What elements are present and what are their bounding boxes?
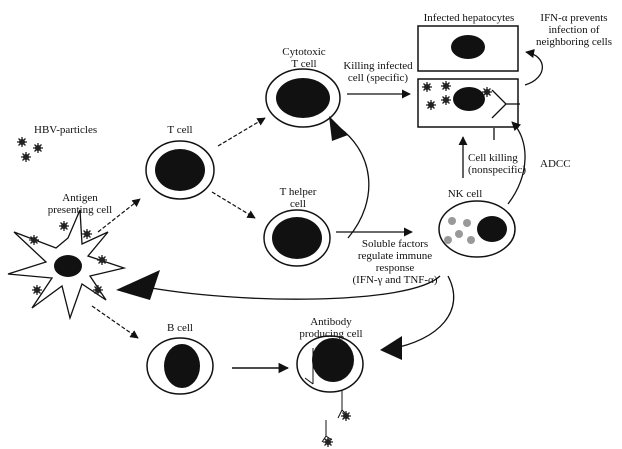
label-antibody-line1: Antibody	[310, 316, 352, 328]
hbv-particle-icons	[16, 136, 44, 163]
label-apc-line2: presenting cell	[47, 204, 113, 216]
arrow-adcc	[507, 121, 526, 205]
label-cell-killing-line2: (nonspecific)	[468, 164, 527, 176]
label-soluble-line4: (IFN-γ and TNF-α)	[352, 274, 438, 286]
arrow-apc-to-tcell	[97, 198, 141, 233]
label-apc-line1: Antigen	[62, 192, 98, 204]
label-antibody-line2: producing cell	[299, 328, 363, 340]
label-soluble-factors: Soluble factors regulate immune response…	[340, 238, 450, 286]
label-ifn-alpha-line2: infection of	[548, 24, 600, 36]
label-ifn-alpha-line1: IFN-α prevents	[540, 12, 608, 24]
label-thelper-line1: T helper	[279, 186, 317, 198]
label-thelper-line2: cell	[290, 198, 306, 210]
antibody-producing-cell	[296, 335, 364, 448]
label-adcc: ADCC	[540, 158, 571, 170]
loop-thelper-to-cytotoxic	[333, 123, 370, 239]
label-soluble-line3: response	[375, 262, 415, 274]
label-t-cell: T cell	[167, 124, 193, 136]
antibody-receptor	[491, 89, 520, 140]
label-soluble-line1: Soluble factors	[361, 238, 429, 250]
arrow-apc-to-bcell	[91, 305, 139, 339]
label-cytotoxic-line2: T cell	[291, 58, 317, 70]
antigen-presenting-cell	[7, 209, 127, 321]
label-ifn-alpha-line3: neighboring cells	[535, 36, 613, 48]
t-cell	[145, 140, 215, 200]
label-cytotoxic-line1: Cytotoxic	[282, 46, 326, 58]
label-killing-line1: Killing infected	[343, 60, 413, 72]
loop-to-antibody-cell	[389, 275, 455, 350]
label-antigen-presenting-cell: Antigen presenting cell	[38, 192, 122, 216]
label-cytotoxic-t-cell: Cytotoxic T cell	[272, 46, 336, 70]
label-t-helper-cell: T helper cell	[270, 186, 326, 210]
t-helper-cell	[263, 209, 331, 267]
label-soluble-line2: regulate immune	[357, 250, 433, 262]
label-b-cell: B cell	[167, 322, 193, 334]
label-nk-cell: NK cell	[447, 188, 483, 200]
arrow-ifn-alpha	[524, 48, 543, 86]
label-antibody-producing-cell: Antibody producing cell	[286, 316, 376, 340]
loop-to-apc	[139, 275, 441, 300]
label-ifn-alpha: IFN-α prevents infection of neighboring …	[526, 12, 622, 48]
label-cell-killing-line1: Cell killing	[468, 152, 518, 164]
label-cell-killing: Cell killing (nonspecific)	[468, 152, 526, 176]
hepatocyte-infected	[417, 78, 519, 128]
arrow-tcell-to-cytotoxic	[217, 117, 266, 147]
nk-cell	[438, 200, 516, 258]
arrow-tcell-to-thelper	[211, 191, 256, 219]
label-killing-line2: cell (specific)	[347, 72, 409, 84]
label-infected-hepatocytes: Infected hepatocytes	[423, 12, 515, 24]
label-hbv-particles: HBV-particles	[34, 124, 98, 136]
hepatocyte-uninfected	[417, 25, 519, 72]
label-killing-specific: Killing infected cell (specific)	[336, 60, 420, 84]
cytotoxic-t-cell	[265, 68, 341, 128]
b-cell	[146, 337, 214, 395]
